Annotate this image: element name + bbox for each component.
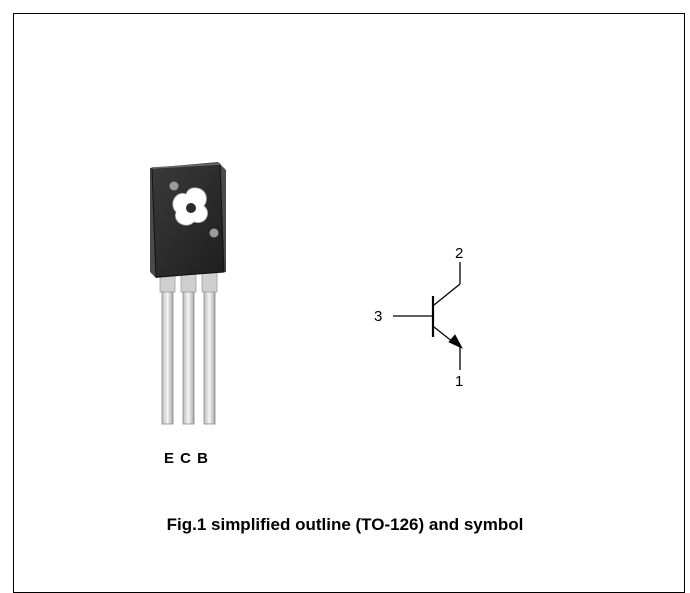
- to126-package: [150, 162, 226, 425]
- pin-number-collector: 2: [455, 245, 463, 262]
- lead-emitter: [161, 271, 174, 425]
- figure-caption: Fig.1 simplified outline (TO-126) and sy…: [166, 515, 524, 534]
- emitter-arrow: [448, 334, 463, 349]
- package-leads: [159, 271, 218, 425]
- pin-number-emitter: 1: [455, 373, 463, 390]
- collector-line: [433, 283, 461, 306]
- package-dimple-top: [169, 181, 179, 191]
- package-pin-labels: E C B: [164, 450, 210, 467]
- package-dimple-bottom: [209, 228, 219, 238]
- figure-drawing: 2 3 1: [150, 162, 463, 425]
- lead-collector: [182, 271, 195, 425]
- mounting-hole: [172, 187, 208, 226]
- transistor-symbol: [393, 262, 463, 370]
- lead-base: [203, 271, 216, 425]
- pin-number-base: 3: [374, 308, 382, 325]
